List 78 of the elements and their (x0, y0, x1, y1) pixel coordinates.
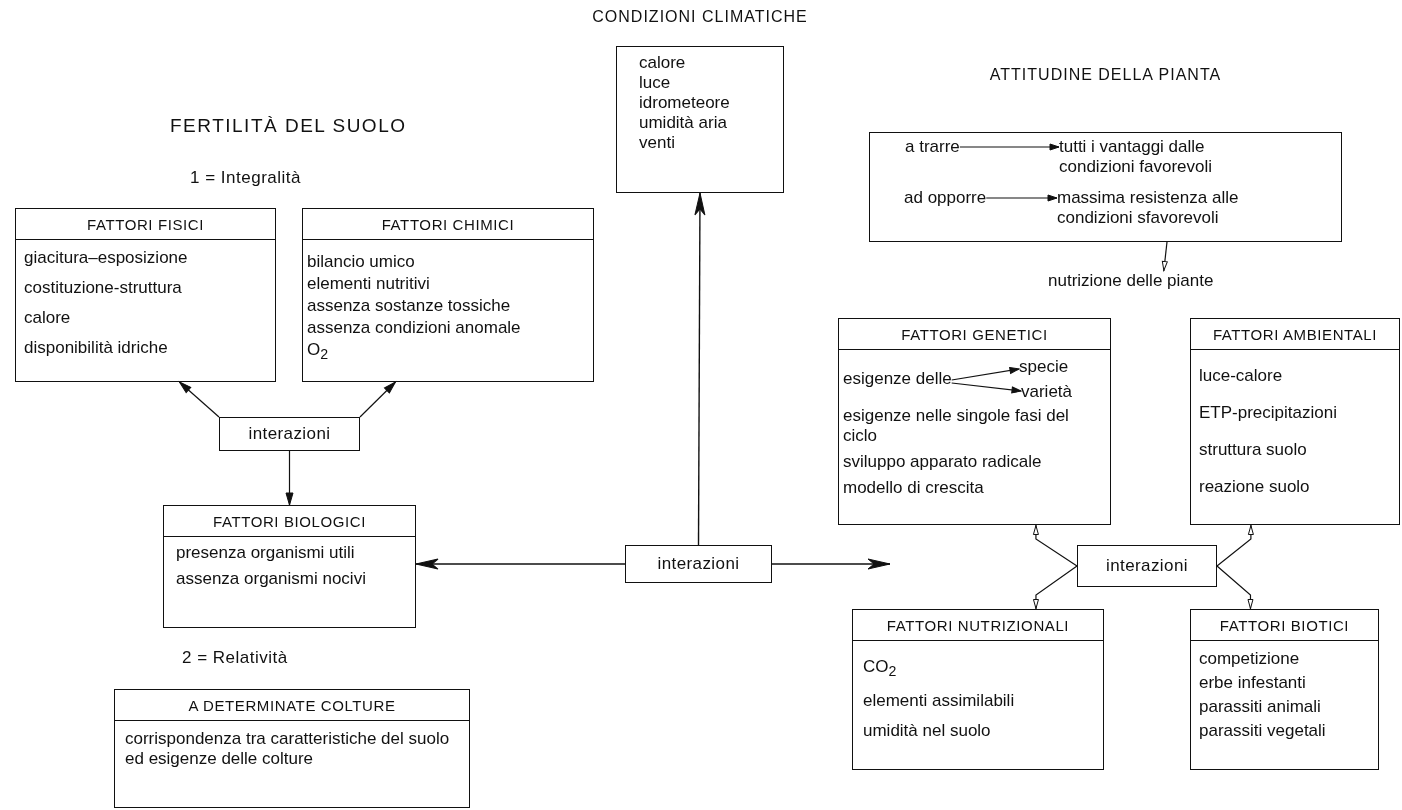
list-item: idrometeore (639, 93, 731, 113)
note-text: 1 = Integralità (190, 168, 301, 188)
arrow (178, 381, 220, 418)
box-heading: FATTORI FISICI (16, 209, 275, 240)
list-item: assenza organismi nocivi (176, 569, 367, 589)
factor-box (1190, 318, 1400, 525)
factor-box (838, 318, 1111, 525)
list-item: erbe infestanti (1199, 673, 1307, 693)
interaction-box: interazioni (1077, 545, 1217, 587)
arrow (959, 143, 1060, 151)
factor-box (852, 609, 1104, 770)
list-item: disponibilità idriche (24, 338, 169, 358)
box-heading: FATTORI BIOLOGICI (164, 506, 415, 537)
factor-box (163, 505, 416, 628)
factor-box (15, 208, 276, 382)
phrase-text: nutrizione delle piante (1048, 271, 1214, 291)
arrow (1032, 565, 1078, 610)
list-item: esigenze nelle singole fasi del ciclo (843, 406, 1070, 446)
arrow (359, 381, 397, 418)
list-item: reazione suolo (1199, 477, 1311, 497)
arrow (1216, 565, 1254, 610)
list-item: umidità aria (639, 113, 728, 133)
phrase-text: massima resistenza alle condizioni sfavorevoli (1057, 188, 1312, 228)
arrow (285, 450, 294, 506)
list-item: ETP-precipitazioni (1199, 403, 1338, 423)
list-item: assenza condizioni anomale (307, 318, 522, 338)
list-item: struttura suolo (1199, 440, 1308, 460)
box-heading: FATTORI GENETICI (839, 319, 1110, 350)
arrow (415, 558, 626, 570)
arrow (951, 367, 1020, 381)
box-heading: FATTORI CHIMICI (303, 209, 593, 240)
list-item: calore (639, 53, 687, 73)
phrase-text: specie (1019, 357, 1069, 377)
arrow (951, 382, 1022, 394)
list-item: giacitura–esposizione (24, 248, 189, 268)
arrow (1216, 524, 1254, 567)
box-heading: A DETERMINATE COLTURE (115, 690, 469, 721)
list-item: umidità nel suolo (863, 721, 992, 742)
list-item: calore (24, 308, 72, 328)
list-item: luce (639, 73, 672, 93)
list-item: luce-calore (1199, 366, 1284, 386)
phrase-text: varietà (1021, 382, 1073, 402)
box-heading: FATTORI NUTRIZIONALI (853, 610, 1103, 641)
section-heading: FERTILITÀ DEL SUOLO (170, 115, 407, 137)
arrow (985, 194, 1058, 202)
list-item: presenza organismi utili (176, 543, 356, 563)
phrase-text: a trarre (905, 137, 960, 157)
list-item: modello di crescita (843, 478, 985, 498)
section-heading: ATTITUDINE DELLA PIANTA (989, 66, 1222, 83)
box-heading: FATTORI AMBIENTALI (1191, 319, 1399, 350)
factor-box (1190, 609, 1379, 770)
interaction-box: interazioni (625, 545, 772, 583)
list-item: parassiti vegetali (1199, 721, 1327, 741)
list-item: corrispondenza tra caratteristiche del suolo ed esigenze delle colture (125, 729, 451, 769)
list-item: assenza sostanze tossiche (307, 296, 512, 316)
list-item: bilancio umico (307, 252, 416, 272)
phrase-text: esigenze delle (843, 369, 952, 389)
list-item: parassiti animali (1199, 697, 1322, 717)
list-item: O$_{2}$ (307, 340, 330, 365)
interaction-box: interazioni (219, 417, 360, 451)
factor-box (114, 689, 470, 808)
arrow (771, 558, 891, 570)
box-heading: FATTORI BIOTICI (1191, 610, 1378, 641)
list-item: venti (639, 133, 676, 153)
arrow (1161, 241, 1168, 272)
list-item: elementi assimilabili (863, 691, 1016, 712)
factor-box (302, 208, 594, 382)
list-item: costituzione-struttura (24, 278, 183, 298)
note-text: 2 = Relatività (182, 648, 288, 668)
list-item: CO$_{2}$ (863, 657, 898, 682)
list-item: elementi nutritivi (307, 274, 431, 294)
arrow (694, 192, 706, 546)
arrow (1032, 524, 1078, 567)
list-item: competizione (1199, 649, 1301, 669)
phrase-text: tutti i vantaggi dalle condizioni favorevoli (1059, 137, 1274, 177)
phrase-text: ad opporre (904, 188, 987, 208)
list-item: sviluppo apparato radicale (843, 452, 1043, 472)
section-heading: CONDIZIONI CLIMATICHE (592, 8, 808, 25)
